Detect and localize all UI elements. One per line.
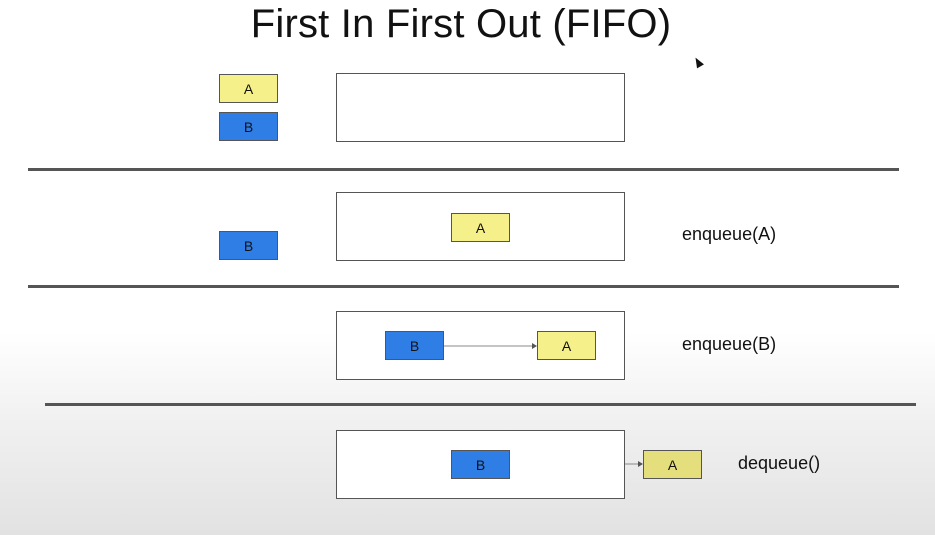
operation-label: enqueue(A) — [682, 224, 777, 244]
dequeue-arrow — [625, 461, 643, 467]
dequeued-item-a: A — [643, 450, 702, 479]
queue-container: B A — [336, 311, 625, 380]
queue-item-a: A — [451, 213, 510, 242]
outside-item-b: B — [219, 231, 278, 260]
section-divider — [28, 285, 899, 288]
mouse-cursor-icon — [692, 55, 704, 69]
queue-container-empty — [336, 73, 625, 142]
queue-item-a: A — [537, 331, 596, 360]
section-divider — [28, 168, 899, 171]
link-arrow — [444, 343, 537, 349]
queue-item-b: B — [385, 331, 444, 360]
queue-container: B — [336, 430, 625, 499]
section-divider — [45, 403, 916, 406]
operation-label: enqueue(B) — [682, 334, 777, 354]
queue-item-b: B — [451, 450, 510, 479]
operation-label: dequeue() — [738, 453, 821, 473]
queue-container: A — [336, 192, 625, 261]
outside-item-b: B — [219, 112, 278, 141]
outside-item-a: A — [219, 74, 278, 103]
diagram-title: First In First Out (FIFO) — [250, 2, 672, 46]
